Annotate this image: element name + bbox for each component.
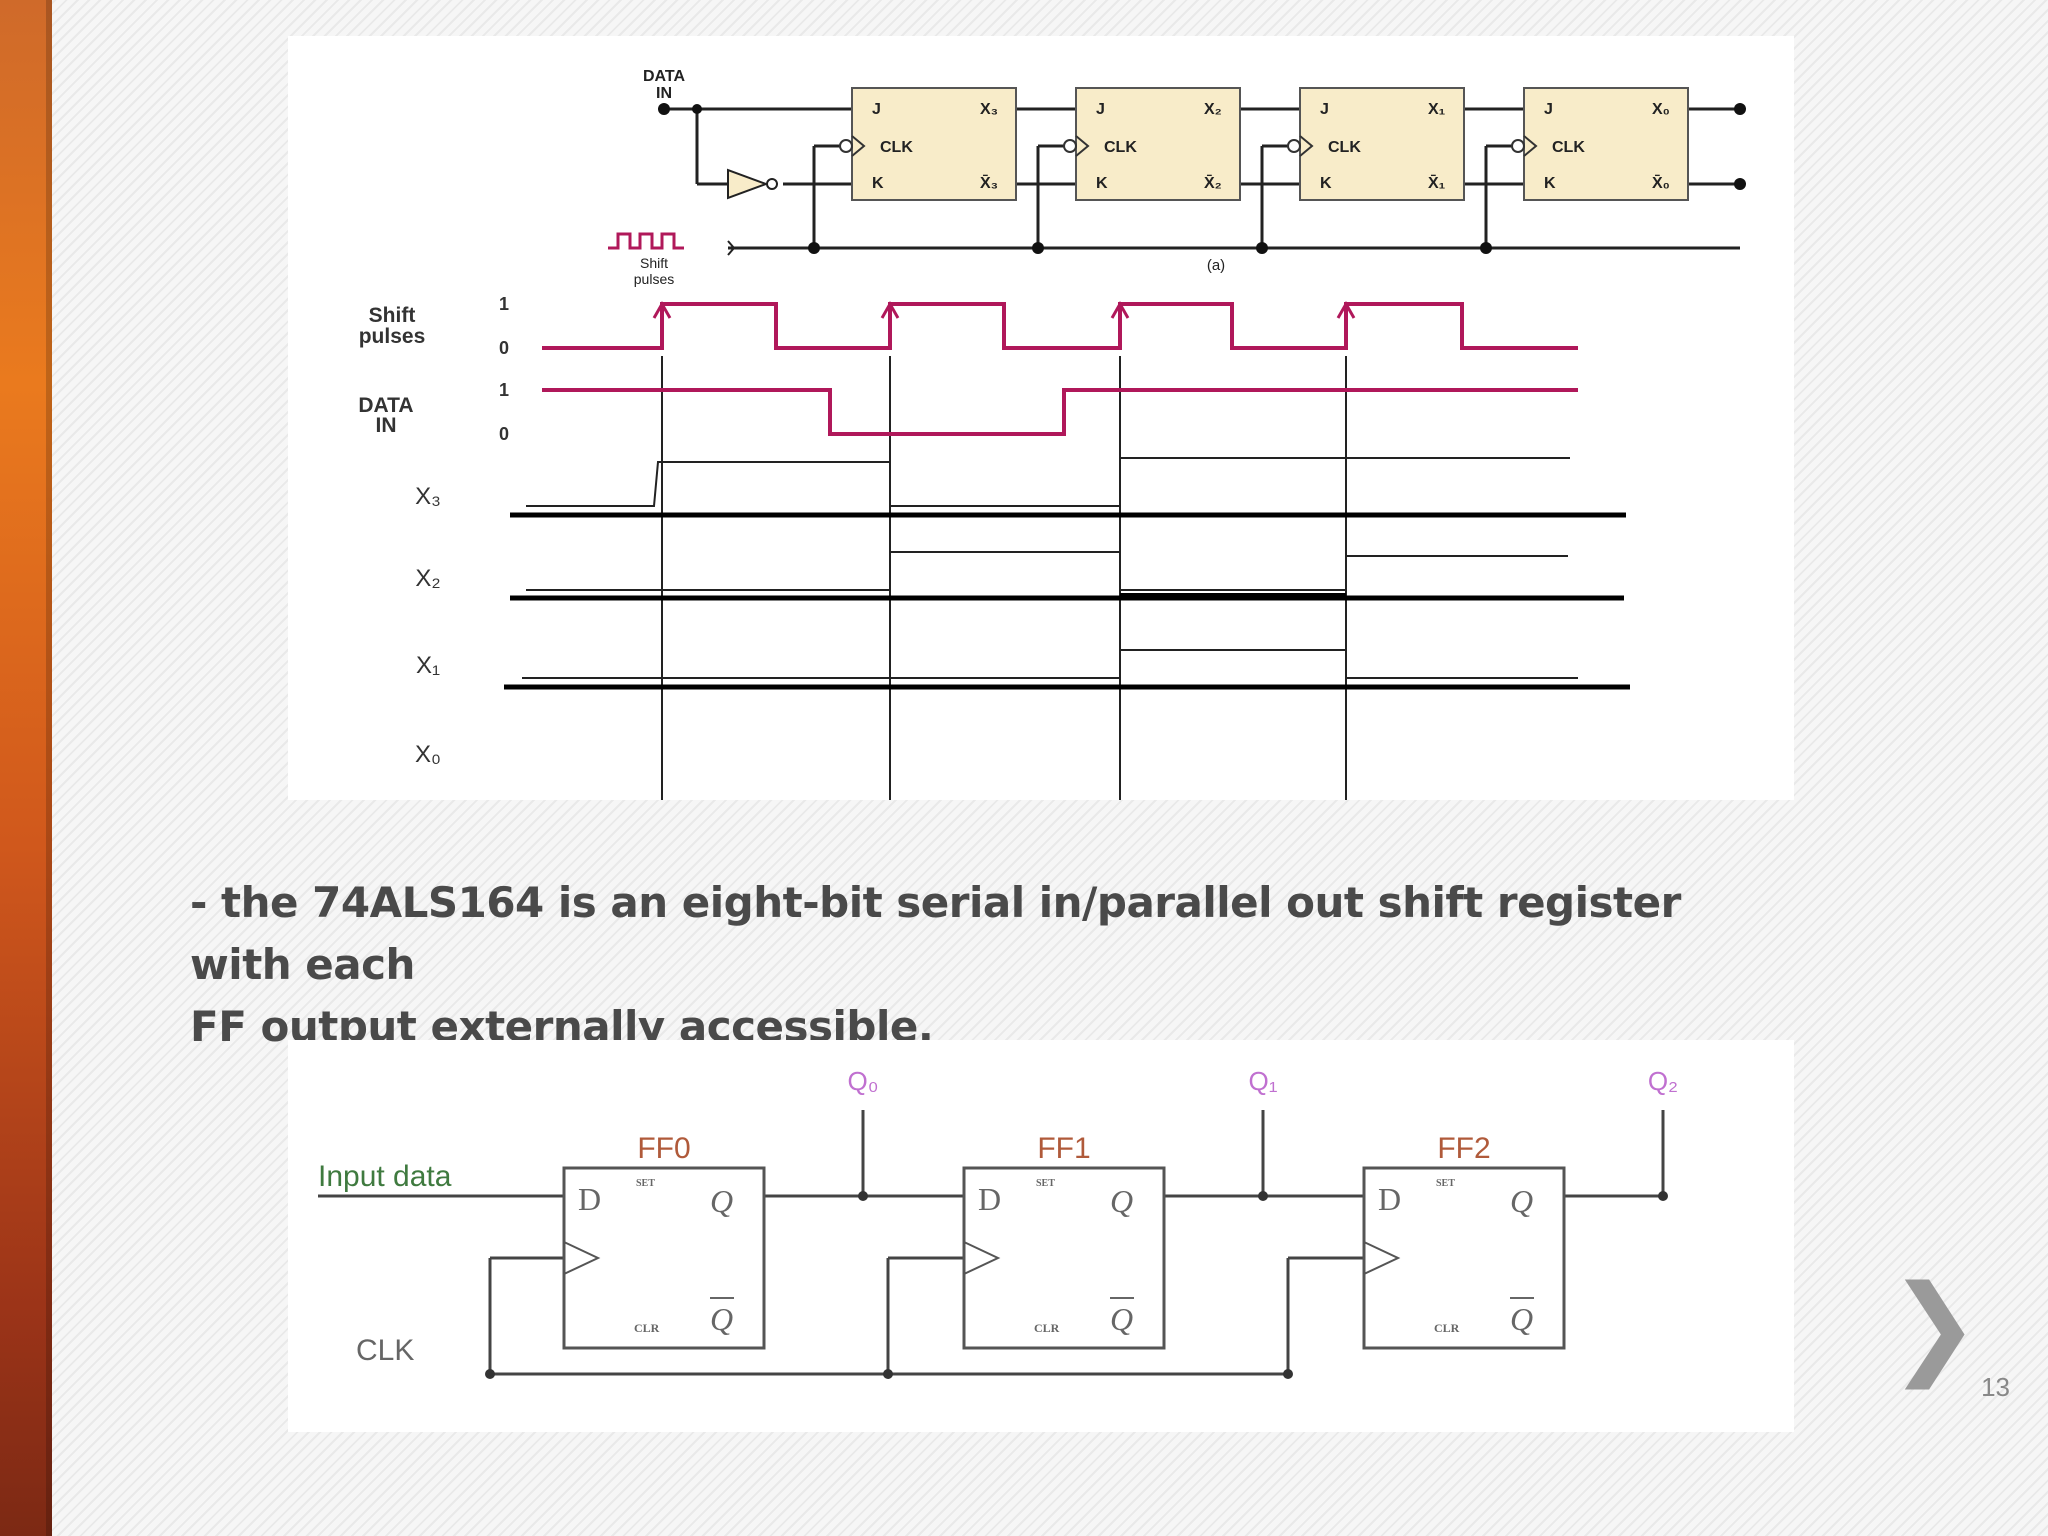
jk-j-label: J [872,101,881,118]
accent-sidebar [0,0,52,1536]
shift-label-top: Shift [640,255,668,271]
output-q1-label: Q₁ [1249,1066,1278,1096]
jk-j-label: J [1096,101,1105,118]
jk-clk-label: CLK [1552,139,1585,156]
jk-q-label: X₂ [1204,101,1222,118]
jk-qbar-label: X̄₂ [1204,173,1222,192]
jk-flipflop-2: J CLK K X₁ X̄₁ [1287,87,1465,201]
shift-pulse-waveform [542,302,1578,350]
x3-waveform [526,457,1570,507]
dff-clr-label: CLR [1034,1321,1060,1335]
jk-flipflop-3: J CLK K X₀ X̄₀ [1511,87,1689,201]
dff-q-label: Q [1110,1183,1133,1219]
jk-k-label: K [872,175,884,192]
jk-q-label: X₀ [1652,101,1670,118]
jk-flipflop-group: J CLK K X₃ X̄₃ J CLK K X₂ X̄₂ J CLK K X₁ X̄₁ J CLK K X₀ X̄₀ [839,87,1689,201]
x1-waveform [522,649,1578,679]
shift-label-bottom: pulses [634,271,674,287]
data-in-waveform [542,388,1578,436]
dff-set-label: SET [1436,1178,1455,1189]
timing-shift-label-top: Shift [369,304,416,327]
output-q0-label: Q₀ [847,1066,878,1096]
timing-shift-label-bottom: pulses [359,325,426,348]
jk-k-label: K [1544,175,1556,192]
next-slide-button[interactable]: ❯ [1888,1270,1980,1380]
data-in-label-top: DATA [643,68,686,85]
dff-name-label: FF1 [1037,1132,1090,1165]
jk-q-label: X₁ [1428,101,1446,118]
jk-qbar-label: X̄₃ [980,173,998,192]
jk-flipflop-1: J CLK K X₂ X̄₂ [1063,87,1241,201]
dff-qbar-label: Q [710,1301,733,1337]
dff-clr-label: CLR [634,1321,660,1335]
dff-q-label: Q [1510,1183,1533,1219]
clk-label: CLK [356,1334,414,1367]
jk-clk-label: CLK [880,139,913,156]
dff-q-label: Q [710,1183,733,1219]
jk-qbar-label: X̄₀ [1652,173,1670,192]
slide-caption: - the 74ALS164 is an eight-bit serial in… [190,872,1770,1058]
jk-clk-label: CLK [1328,139,1361,156]
chevron-right-icon[interactable]: ❯ [1888,1261,1981,1389]
jk-k-label: K [1320,175,1332,192]
signal-x0-label: X₀ [415,741,441,768]
figure-label: (a) [1207,257,1225,274]
signal-x1-label: X₁ [416,652,440,679]
dff-qbar-label: Q [1110,1301,1133,1337]
jk-qbar-label: X̄₁ [1428,173,1446,192]
output-q2-label: Q₂ [1648,1066,1678,1096]
dff-set-label: SET [636,1178,655,1189]
dff-set-label: SET [1036,1178,1055,1189]
shift-level-high: 1 [499,294,509,314]
jk-q-label: X₃ [980,101,998,118]
x2-waveform [526,551,1568,591]
data-level-high: 1 [499,380,509,400]
jk-j-label: J [1544,101,1553,118]
dff-d-label: D [978,1181,1001,1217]
data-level-low: 0 [499,424,509,444]
timing-data-in-label-bottom: IN [376,414,397,437]
page-number: 13 [1981,1372,2010,1402]
signal-x3-label: X₃ [415,483,441,510]
input-data-label: Input data [318,1160,452,1193]
dff-d-label: D [578,1181,601,1217]
jk-flipflop-0: J CLK K X₃ X̄₃ [839,87,1017,201]
jk-j-label: J [1320,101,1329,118]
jk-clk-label: CLK [1104,139,1137,156]
jk-k-label: K [1096,175,1108,192]
caption-line-1: - the 74ALS164 is an eight-bit serial in… [190,878,1681,989]
signal-x2-label: X₂ [415,565,440,592]
dff-name-label: FF2 [1437,1132,1490,1165]
shift-level-low: 0 [499,338,509,358]
timing-data-in-label-top: DATA [358,394,413,417]
dff-clr-label: CLR [1434,1321,1460,1335]
shift-register-figure: J CLK K X₃ X̄₃ J CLK K X₂ X̄₂ J CLK K X₁ X̄₁ J CLK K X₀ X̄₀… [288,36,1794,800]
shift-register-diagram: J CLK K X₃ X̄₃ J CLK K X₂ X̄₂ J CLK K X₁ X̄₁ J CLK K X₀ X̄₀… [358,68,1746,800]
dff-d-label: D [1378,1181,1401,1217]
dff-name-label: FF0 [637,1132,690,1165]
dff-qbar-label: Q [1510,1301,1533,1337]
data-in-label-bottom: IN [656,85,672,102]
